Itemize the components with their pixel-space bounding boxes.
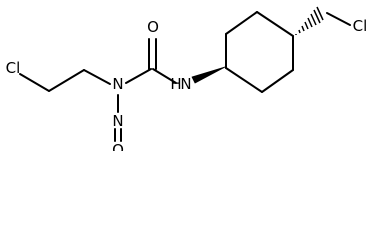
ring-bond-3 [256,11,294,37]
atom-n-amine: N [180,75,191,93]
bond-ch2-n [83,69,111,85]
atom-cl-right: Cl [353,17,368,35]
atom-o-nitroso: O [112,141,124,151]
atom-n-nitroso: N [112,112,123,130]
ring-bond-6 [225,67,263,93]
bond-ch2-cl-right [326,12,351,26]
bond-carbonyl-c-nh [152,68,177,84]
ring-bond-2 [225,11,258,35]
atom-n-amide: N [112,75,123,93]
atom-cl-left: Cl [6,59,21,77]
ring-bond-5 [261,69,294,93]
wedge-bond-ring-nh [191,66,226,84]
bonds [19,11,294,142]
bond-n-carbonyl-c [125,68,152,84]
molecule-structure: Cl N O N O H N Cl [6,6,368,151]
hashed-bond-ring-ch2 [295,6,324,35]
atom-h-amine: H [170,75,181,93]
bond-cl-ch2 [19,73,50,92]
atom-labels: Cl N O N O H N Cl [6,17,368,151]
atom-o-carbonyl: O [147,18,159,36]
bond-ch2-ch2 [48,69,85,92]
